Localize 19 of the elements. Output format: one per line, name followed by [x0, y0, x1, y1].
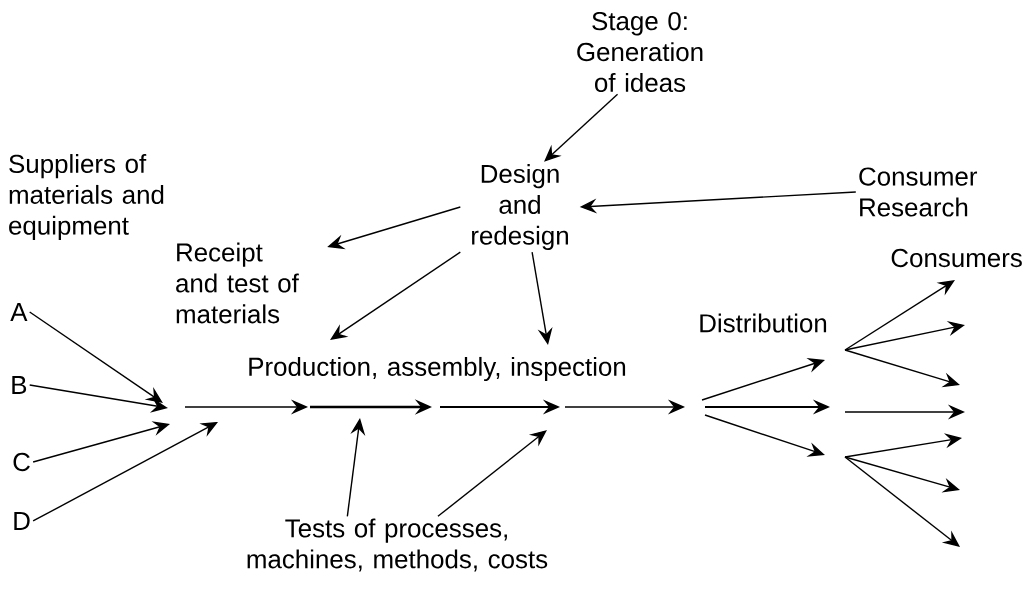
node-label: Design and redesign	[472, 164, 568, 250]
arrow	[32, 421, 170, 463]
node-label: C	[13, 452, 30, 472]
node-label: Consumer Research	[859, 167, 978, 217]
text-label: Consumers	[891, 248, 1022, 268]
node-label: B	[12, 376, 27, 394]
node-label: D	[14, 512, 30, 530]
node-label: Stage 0: Generation of ideas	[577, 11, 703, 93]
node-label: Receipt and test of materials	[176, 242, 299, 324]
text-label: Suppliers of materials and equipment	[9, 154, 164, 240]
arrow	[330, 251, 461, 340]
arrow	[437, 430, 547, 518]
arrow	[32, 422, 218, 522]
text-label: Production, assembly, inspection	[249, 356, 626, 382]
node-label: A	[10, 303, 28, 321]
arrow	[29, 311, 163, 403]
text-label: Distribution	[700, 313, 827, 333]
node-label: Tests of processes, machines, methods, costs	[247, 518, 548, 572]
arrow	[544, 93, 619, 162]
